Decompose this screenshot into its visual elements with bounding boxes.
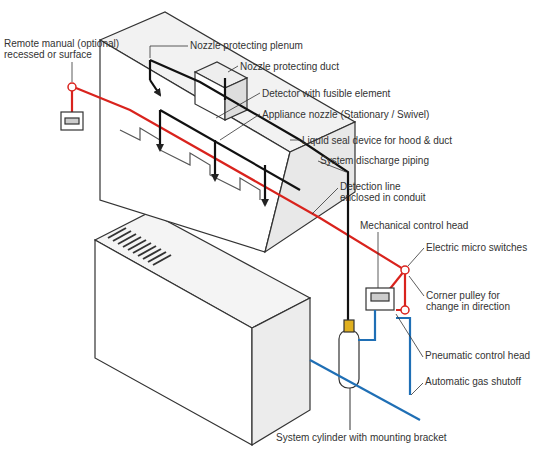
leader-line-part [312, 188, 338, 214]
gas-line-part [310, 360, 420, 420]
appliance-part-part [118, 234, 136, 244]
callout-label: Detector with fusible element [262, 88, 427, 99]
leader-line-part [150, 46, 188, 58]
leader-line-part [409, 276, 424, 296]
hood-part [120, 128, 260, 200]
remote-manual-station-part [65, 118, 79, 124]
discharge-piping-part [214, 140, 216, 180]
duct-part [195, 72, 225, 120]
discharge-piping-part [160, 110, 300, 190]
discharge-piping-part [159, 110, 161, 150]
callout-label: Nozzle protecting plenum [190, 40, 340, 51]
callout-label: Appliance nozzle (Stationary / Swivel) [262, 109, 472, 120]
appliance-part-part [128, 240, 146, 250]
discharge-piping-part [150, 60, 348, 322]
appliance-part-part [113, 231, 131, 241]
appliance-part-part [143, 249, 161, 259]
system-cylinder-part [339, 330, 359, 388]
appliance-part-part [153, 255, 171, 265]
leader-line-part [220, 114, 260, 140]
callout-label: Mechanical control head [360, 220, 510, 231]
callout-label: Corner pulley for change in direction [426, 290, 534, 312]
appliance-part-part [133, 243, 151, 253]
appliance-part-part [123, 237, 141, 247]
discharge-piping-part [150, 80, 160, 95]
corner-pulley-part [401, 306, 409, 314]
system-cylinder-part [344, 320, 354, 332]
duct [195, 62, 247, 120]
appliance-part [108, 228, 171, 265]
control-head [366, 288, 394, 310]
gas-line-part [358, 310, 375, 340]
appliance-part [95, 240, 252, 445]
discharge-piping-part [224, 78, 226, 100]
leader-line-part [72, 62, 73, 82]
callout-label: Pneumatic control head [425, 350, 540, 361]
system-cylinder [339, 320, 359, 430]
appliance-part-part [148, 252, 166, 262]
leader-line-part [396, 314, 423, 357]
remote-manual-station-part [61, 112, 83, 130]
control-head-part [371, 293, 389, 301]
appliance [95, 212, 310, 445]
callout-label: Remote manual (optional) recessed or sur… [4, 38, 126, 60]
callout-label: System discharge piping [320, 155, 480, 166]
corner-pulley-part [68, 83, 76, 91]
callout-label: Detection line enclosed in conduit [340, 181, 440, 203]
callout-label: Automatic gas shutoff [425, 376, 540, 387]
callout-label: Electric micro switches [426, 242, 538, 253]
callout-label: Liquid seal device for hood & duct [302, 135, 502, 146]
leader-line-part [378, 232, 379, 288]
appliance-part [252, 298, 310, 445]
leader-line-part [216, 93, 260, 118]
discharge-piping [150, 60, 348, 322]
leader-line-part [411, 383, 423, 395]
callout-label: Nozzle protecting duct [240, 61, 380, 72]
leader-line-part [228, 66, 238, 72]
appliance-part-part [138, 246, 156, 256]
discharge-piping-part [149, 60, 151, 80]
leader-line-part [290, 140, 300, 141]
control-head-part [366, 288, 394, 310]
callout-label: System cylinder with mounting bracket [276, 432, 516, 443]
leader-line-part [408, 248, 424, 266]
appliance-part-part [108, 228, 126, 238]
corner-pulley-part [401, 266, 409, 274]
remote-manual-station [61, 112, 83, 130]
system-cylinder-part [350, 388, 351, 430]
gas-line-part [396, 318, 410, 395]
